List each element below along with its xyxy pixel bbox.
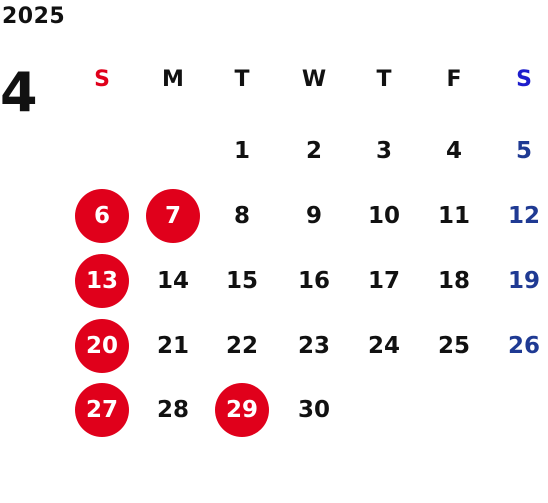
day-cell-15[interactable]: 15 [225,268,258,294]
day-cell-14[interactable]: 14 [156,268,189,294]
day-cell-27[interactable]: 27 [75,383,129,437]
day-cell-8[interactable]: 8 [233,203,250,229]
day-cell-3[interactable]: 3 [375,138,392,164]
day-cell-2[interactable]: 2 [305,138,322,164]
weekday-tuesday: T [234,67,250,92]
day-cell-28[interactable]: 28 [156,397,189,423]
day-cell-6[interactable]: 6 [75,189,129,243]
day-cell-22[interactable]: 22 [225,333,258,359]
weekday-header: S M T W T F S [0,62,548,98]
weekday-saturday: S [516,67,532,92]
day-cell-5[interactable]: 5 [515,138,532,164]
day-cell-24[interactable]: 24 [367,333,400,359]
day-cell-13[interactable]: 13 [75,254,129,308]
day-cell-10[interactable]: 10 [367,203,400,229]
weekday-thursday: T [376,67,392,92]
day-cell-4[interactable]: 4 [445,138,462,164]
day-cell-25[interactable]: 25 [437,333,470,359]
day-cell-29[interactable]: 29 [215,383,269,437]
weekday-sunday: S [94,67,110,92]
weekday-friday: F [446,67,462,92]
day-cell-26[interactable]: 26 [507,333,540,359]
month-number: 4 [0,61,38,124]
day-cell-18[interactable]: 18 [437,268,470,294]
day-cell-17[interactable]: 17 [367,268,400,294]
day-cell-16[interactable]: 16 [297,268,330,294]
day-cell-12[interactable]: 12 [507,203,540,229]
year-label: 2025 [2,4,66,29]
weekday-monday: M [162,67,184,92]
weekday-wednesday: W [301,67,327,92]
day-cell-23[interactable]: 23 [297,333,330,359]
day-cell-1[interactable]: 1 [233,138,250,164]
day-cell-21[interactable]: 21 [156,333,189,359]
day-cell-20[interactable]: 20 [75,319,129,373]
day-cell-30[interactable]: 30 [297,397,330,423]
day-cell-11[interactable]: 11 [437,203,470,229]
day-cell-19[interactable]: 19 [507,268,540,294]
day-cell-7[interactable]: 7 [146,189,200,243]
day-cell-9[interactable]: 9 [305,203,322,229]
